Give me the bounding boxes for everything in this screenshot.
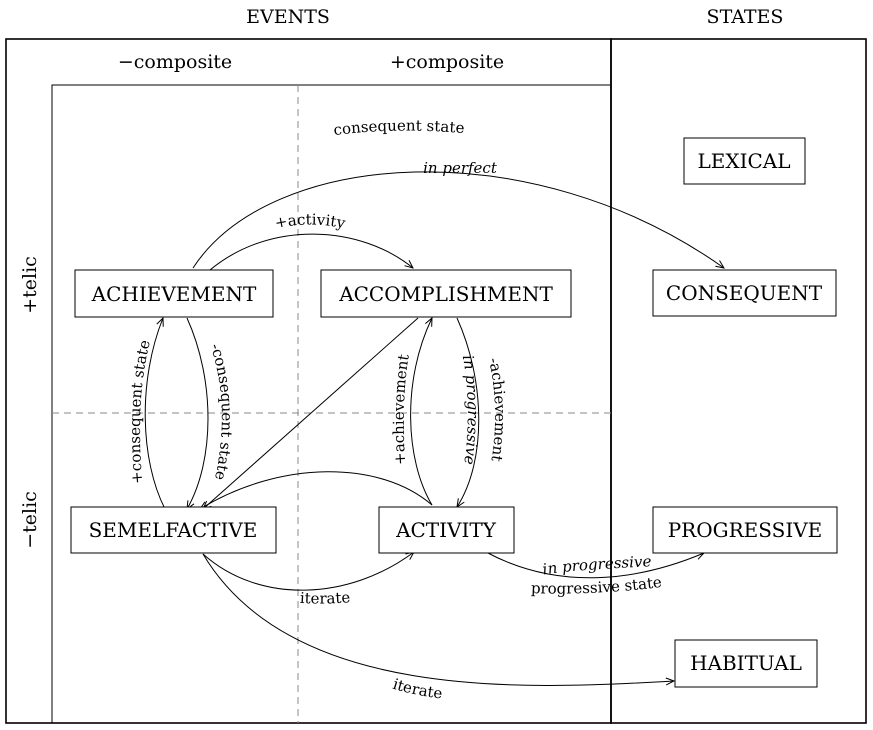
minus-achievement-label: -achievement (485, 356, 509, 463)
node-habitual-label: HABITUAL (690, 651, 802, 675)
events-frame (5, 38, 612, 724)
node-achievement-label: ACHIEVEMENT (91, 282, 257, 306)
node-semelfactive: SEMELFACTIVE (70, 506, 277, 554)
in-progressive-vertical-label: in progressive (459, 353, 482, 466)
accomplishment-semelfactive-arrow (203, 317, 419, 509)
node-progressive-label: PROGRESSIVE (668, 518, 823, 542)
plus-activity-label: +activity (273, 210, 347, 232)
iterate-habitual-arrow (202, 553, 675, 686)
node-lexical-label: LEXICAL (697, 149, 790, 173)
consequent-state-label: consequent state (332, 117, 465, 140)
telic-composite-frame (51, 84, 612, 724)
minus-composite-header: −composite (118, 51, 232, 73)
node-accomplishment: ACCOMPLISHMENT (320, 269, 572, 318)
events-header: EVENTS (246, 6, 330, 28)
minus-consequent-state-label: -consequent state (206, 341, 235, 482)
node-lexical: LEXICAL (683, 137, 806, 185)
node-habitual: HABITUAL (674, 639, 818, 688)
plus-achievement-label: +achievement (390, 353, 413, 466)
node-consequent: CONSEQUENT (652, 269, 837, 317)
node-activity-label: ACTIVITY (395, 518, 497, 542)
node-semelfactive-label: SEMELFACTIVE (89, 518, 258, 542)
in-perfect-label: in perfect (423, 159, 498, 177)
activity-semelfactive-arrow (199, 471, 433, 510)
minus-telic-header: −telic (19, 491, 41, 549)
iterate-label-1: iterate (299, 588, 351, 607)
plus-composite-header: +composite (390, 51, 504, 73)
states-header: STATES (707, 6, 784, 28)
plus-telic-header: +telic (19, 256, 41, 314)
activity-arrow (209, 233, 414, 271)
node-progressive: PROGRESSIVE (652, 506, 838, 554)
iterate-activity-arrow (202, 551, 415, 591)
node-consequent-label: CONSEQUENT (666, 281, 823, 305)
plus-achievement-arrow (410, 317, 433, 506)
node-achievement: ACHIEVEMENT (74, 269, 274, 318)
node-activity: ACTIVITY (378, 506, 515, 554)
in-progressive-label: in progressive (541, 552, 652, 578)
consequent-state-arrow (192, 171, 725, 269)
node-accomplishment-label: ACCOMPLISHMENT (338, 282, 553, 306)
